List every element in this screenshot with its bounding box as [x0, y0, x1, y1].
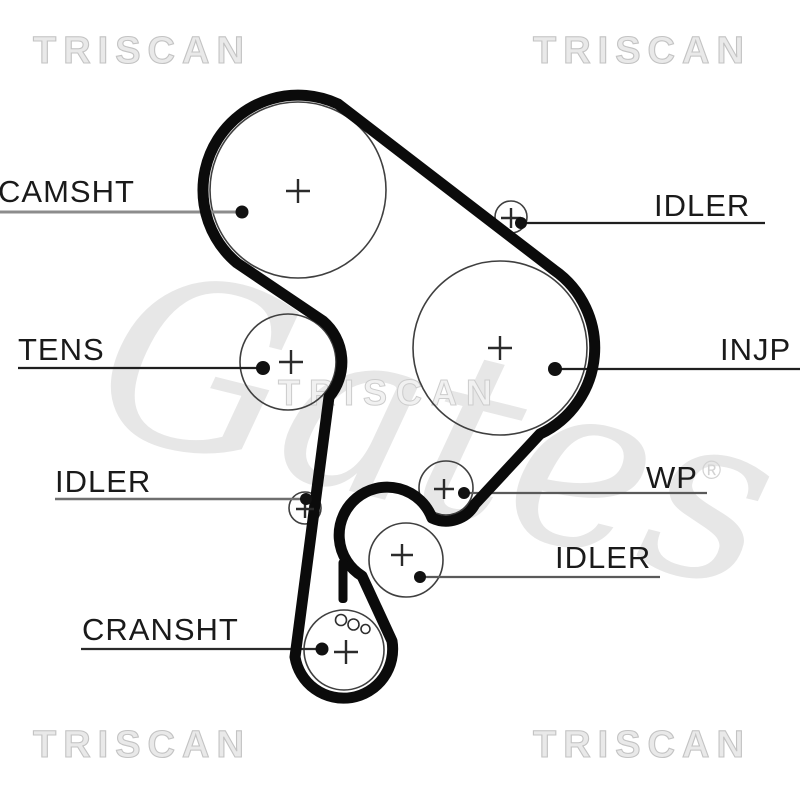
crankshaft-label: CRANSHT: [82, 612, 239, 647]
crank-bolt-hole-icon: [360, 623, 371, 635]
tensioner-label: TENS: [18, 332, 105, 367]
water-pump-leader-dot: [458, 487, 470, 499]
registered-trademark-icon: ®: [702, 455, 722, 485]
crankshaft-center-cross-icon: [334, 640, 358, 664]
crank-bolt-hole-icon: [334, 613, 348, 627]
injection-pump-pulley-circle: [412, 260, 588, 436]
injection-pump-leader-dot: [548, 362, 562, 376]
idler-top-right-center-cross-icon: [501, 208, 521, 228]
idler-bottom-leader-dot: [414, 571, 426, 583]
tensioner-center-cross-icon: [279, 350, 303, 374]
idler-left-circle: [288, 491, 322, 525]
idler-bottom-center-cross-icon: [391, 544, 413, 566]
idler-left-label: IDLER: [55, 464, 152, 499]
tensioner-pulley-circle: [239, 313, 337, 411]
camshaft-pulley-circle: [209, 101, 387, 279]
timing-mark-bar: [338, 559, 348, 603]
water-pump-label: WP: [646, 460, 698, 495]
crank-bolt-hole-icon: [347, 618, 360, 631]
triscan-watermark-top-left: TRISCAN: [32, 29, 251, 72]
idler-left-leader-dot: [300, 493, 312, 505]
triscan-watermark-top-right: TRISCAN: [532, 29, 751, 72]
tensioner-leader-dot: [256, 361, 270, 375]
water-pump-center-cross-icon: [434, 479, 454, 499]
idler-bottom-right-label: IDLER: [555, 540, 652, 575]
camshaft-center-cross-icon: [286, 179, 310, 203]
camshaft-label: CAMSHT: [0, 174, 135, 209]
injection-pump-label: INJP: [720, 332, 792, 367]
crankshaft-leader-dot: [315, 642, 329, 656]
idler-top-right-label: IDLER: [654, 188, 751, 223]
injection-pump-center-cross-icon: [488, 336, 512, 360]
timing-belt-path: [197, 89, 601, 704]
triscan-watermark-center: TRISCAN: [278, 372, 501, 414]
idler-top-right-leader-dot: [515, 217, 527, 229]
water-pump-pulley-circle: [418, 460, 474, 516]
triscan-watermark-bottom-right: TRISCAN: [532, 723, 751, 766]
idler-bottom-circle: [368, 522, 444, 598]
camshaft-leader-dot: [235, 205, 249, 219]
triscan-watermark-bottom-left: TRISCAN: [32, 723, 251, 766]
